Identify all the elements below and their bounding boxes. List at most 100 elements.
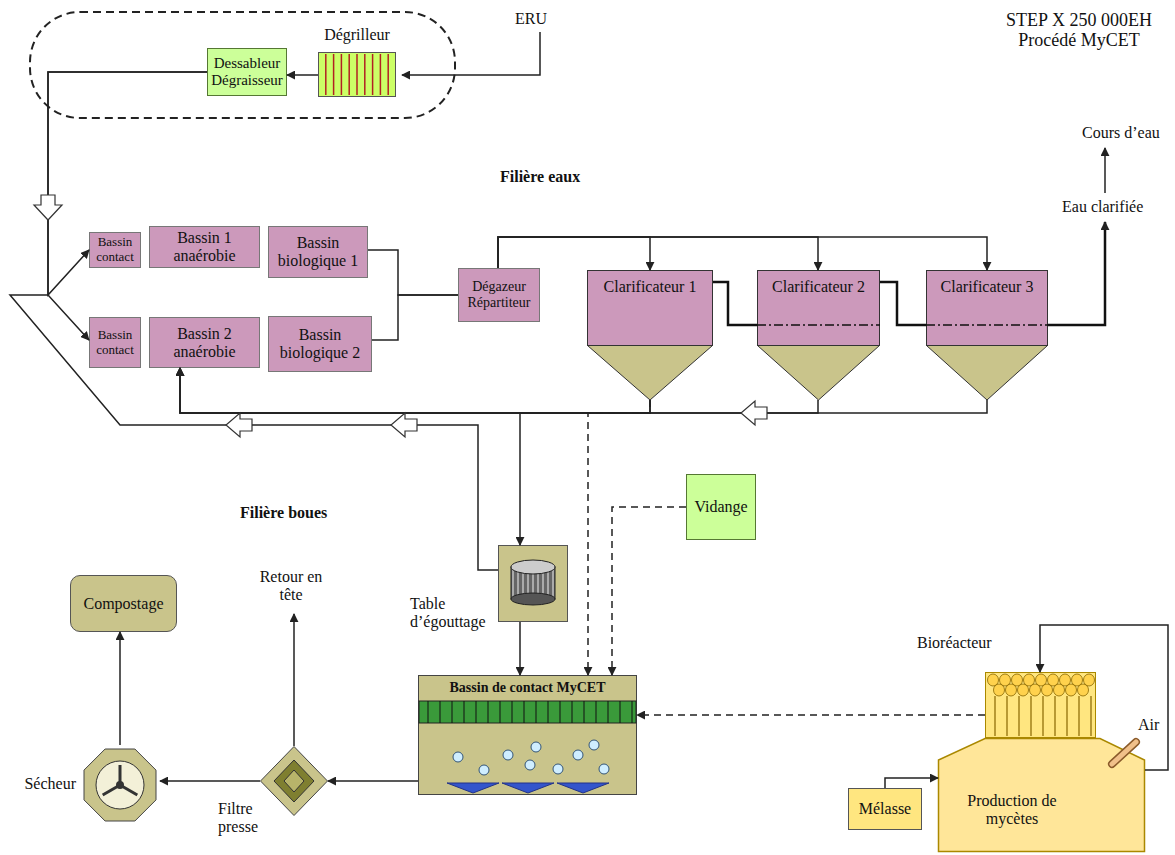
clarifier: Clarificateur 3 — [926, 270, 1048, 400]
flow-connector — [328, 780, 418, 782]
honeycomb-cell — [1018, 684, 1029, 696]
aerator-diffuser — [447, 783, 499, 793]
clarifier: Clarificateur 1 — [587, 270, 713, 400]
screen-bar — [380, 54, 382, 95]
band-stripe — [440, 701, 441, 723]
grit-removal-box: Dessableur Dégraisseur — [207, 48, 287, 96]
dryer-symbol: Sécheur — [80, 745, 160, 825]
flow-block-arrow — [226, 413, 252, 437]
band-stripe — [608, 701, 609, 723]
return-arrow — [293, 614, 295, 746]
band-stripe — [428, 701, 429, 723]
band-stripe — [560, 701, 561, 723]
return-line — [10, 295, 498, 570]
node-label: Dessableur Dégraisseur — [211, 55, 283, 89]
screen-bar — [387, 54, 389, 95]
node-label: Bassin contact — [93, 328, 137, 357]
filter-press-symbol: Filtre presse — [260, 746, 328, 816]
flow-label: Retour en tête — [258, 568, 324, 604]
drainage-table: Table d’égouttage — [498, 545, 568, 622]
node-label: Mélasse — [859, 800, 911, 818]
clarifier: Clarificateur 2 — [757, 270, 880, 400]
flow-connector — [372, 295, 458, 340]
honeycomb-cell — [1006, 684, 1017, 696]
fibre-strand — [1018, 696, 1019, 736]
molasses-box: Mélasse — [848, 788, 922, 830]
drain-box: Vidange — [686, 474, 756, 540]
fungi-production-tank: Production de mycètes — [938, 738, 1145, 852]
pretreatment-enclosure — [30, 12, 455, 118]
contact-basin: Bassin contact — [89, 317, 141, 368]
bioreactor: Bioréacteur — [985, 672, 1096, 738]
fibre-strand — [1078, 696, 1079, 736]
flow-connector — [520, 400, 650, 545]
air-pipe — [1112, 742, 1136, 764]
node-label: Bassin biologique 1 — [272, 234, 364, 270]
anaerobic-basin: Bassin 1 anaérobie — [149, 226, 260, 268]
honeycomb-cell — [1054, 684, 1065, 696]
clarifier-cone — [588, 346, 713, 401]
flow-connector — [180, 368, 818, 413]
flow-connector — [48, 72, 207, 295]
inflow-line — [402, 32, 540, 75]
fibre-strand — [1090, 696, 1091, 736]
band-stripe — [596, 701, 597, 723]
flow-block-arrow — [741, 401, 767, 425]
section-heading: Filière boues — [240, 504, 390, 522]
screen-bar — [372, 54, 374, 95]
screen-box: Dégrilleur — [318, 52, 396, 97]
flow-connector — [612, 507, 686, 675]
honeycomb-cell — [1066, 684, 1077, 696]
node-label: Bassin contact — [93, 235, 137, 264]
band-stripe — [512, 701, 513, 723]
node-label: Filtre presse — [218, 800, 274, 836]
clarifier-cone — [758, 346, 880, 401]
clarified-water-line — [1048, 222, 1105, 325]
band-stripe — [500, 701, 501, 723]
flow-connector — [885, 778, 938, 788]
flow-connector — [48, 72, 207, 340]
clarified-water-line — [757, 324, 880, 326]
clarifier-tank — [758, 271, 880, 346]
clarifier-tank — [588, 271, 713, 346]
flow-connector — [180, 368, 650, 413]
flow-connector — [498, 237, 650, 270]
air-bubble — [589, 740, 599, 750]
node-label: Table d’égouttage — [410, 595, 496, 631]
flow-connector — [368, 250, 458, 295]
air-bubble — [531, 742, 541, 752]
screen-bar — [356, 54, 358, 95]
flow-label: Cours d’eau — [1082, 124, 1172, 142]
band-stripe — [632, 701, 633, 723]
fibre-strand — [1006, 696, 1007, 736]
press-plate — [274, 760, 314, 802]
band-stripe — [488, 701, 489, 723]
flow-connector — [637, 714, 985, 716]
fungal-band — [419, 701, 636, 723]
band-stripe — [464, 701, 465, 723]
node-label: Dégazeur Répartiteur — [462, 279, 536, 310]
dryer-hub — [116, 781, 124, 789]
flow-connector — [160, 780, 260, 782]
clarified-water-line — [713, 282, 757, 325]
filter-press-symbol-outline — [260, 746, 328, 816]
drum-rib — [553, 567, 554, 599]
flow-label: Eau clarifiée — [1062, 198, 1170, 216]
dryer-symbol-outline — [80, 745, 160, 825]
node-label: Compostage — [84, 595, 164, 613]
clarified-water-line — [926, 324, 1048, 326]
air-bubble — [553, 764, 563, 774]
dryer-drum — [96, 761, 144, 809]
fibre-strand — [1030, 696, 1031, 736]
band-stripe — [476, 701, 477, 723]
drum-end — [511, 560, 555, 574]
band-stripe — [452, 701, 453, 723]
outflow-arrow — [1104, 148, 1106, 193]
air-bubble — [599, 764, 609, 774]
screen-frame — [319, 53, 396, 97]
honeycomb-cell — [1078, 684, 1089, 696]
screen-bar — [348, 54, 350, 95]
air-bubble — [573, 750, 583, 760]
flow-connector — [119, 632, 121, 745]
